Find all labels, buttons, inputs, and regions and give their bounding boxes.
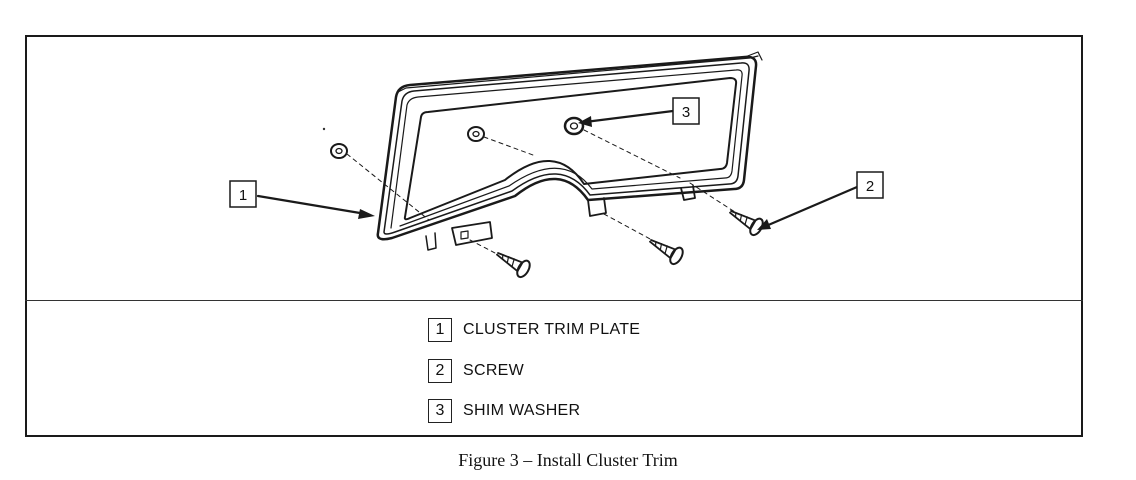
figure-frame (25, 35, 1083, 437)
svg-text:3: 3 (682, 104, 690, 121)
legend-label: SCREW (463, 362, 525, 379)
legend-label: CLUSTER TRIM PLATE (463, 321, 641, 338)
screw (496, 252, 531, 279)
screw (649, 239, 684, 266)
callout-2-arrowhead (757, 219, 771, 230)
legend-number: 3 (428, 399, 452, 423)
callout-2-leader (764, 185, 859, 228)
legend-item-2: 2 SCREW (428, 357, 524, 385)
legend-label: SHIM WASHER (463, 402, 581, 419)
screw (729, 210, 764, 237)
cluster-trim-plate (376, 55, 758, 241)
legend-number: 1 (428, 318, 452, 342)
shim-washer (563, 116, 585, 136)
figure-caption: Figure 3 – Install Cluster Trim (458, 450, 678, 470)
callout-2: 2 (856, 171, 884, 199)
legend-item-3: 3 SHIM WASHER (428, 397, 580, 425)
mounting-tab (680, 185, 696, 201)
svg-text:2: 2 (866, 178, 874, 195)
mounting-tab (587, 197, 607, 217)
callout-1-leader (256, 194, 368, 216)
callout-3-arrowhead (578, 116, 592, 127)
legend-item-1: 1 CLUSTER TRIM PLATE (428, 316, 640, 344)
mounting-tab (451, 221, 493, 246)
legend-divider (25, 300, 1083, 301)
callout-3: 3 (672, 97, 700, 125)
mounting-tab (425, 232, 437, 251)
callout-1-arrowhead (358, 209, 375, 219)
legend-number: 2 (428, 359, 452, 383)
callout-3-leader (583, 109, 675, 124)
shim-washer (330, 143, 348, 159)
shim-washer (467, 126, 485, 142)
cluster-trim-illustration: 1 2 3 (229, 51, 884, 279)
callout-1: 1 (229, 180, 257, 208)
svg-text:1: 1 (239, 187, 247, 204)
